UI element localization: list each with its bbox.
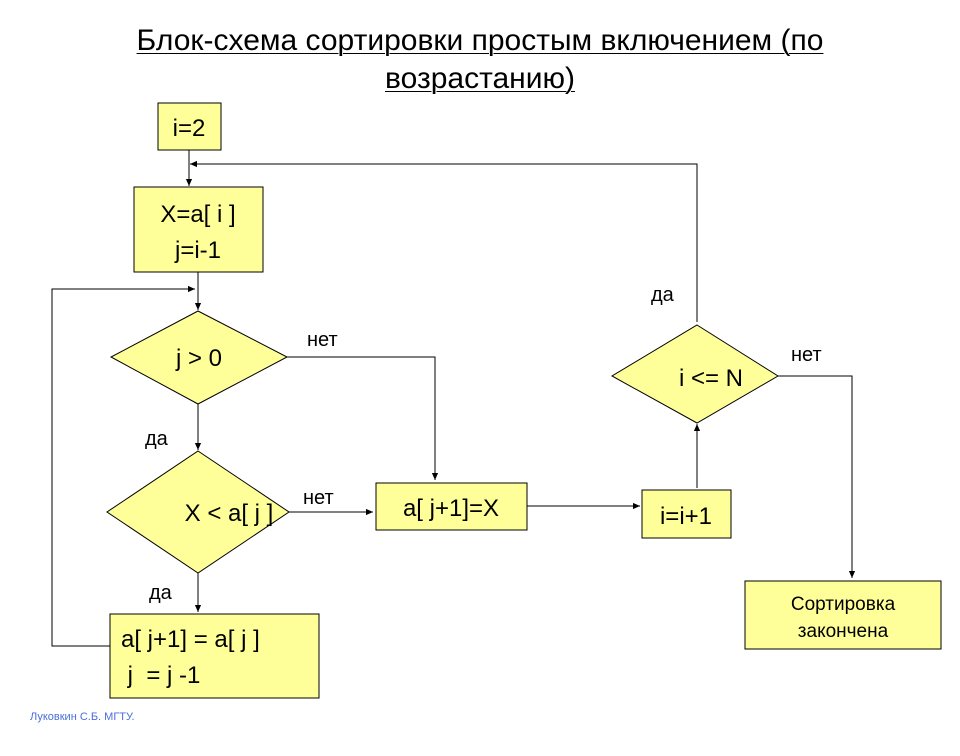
label-cond-i-no: нет [791,344,822,366]
label-cond-x-yes: да [149,582,173,604]
node-cond-j-text: j > 0 [175,345,222,372]
label-cond-j-yes: да [145,428,169,450]
node-assign-line1: X=a[ i ] [160,201,235,228]
node-assign: X=a[ i ] j=i-1 [133,186,264,273]
node-shift: a[ j+1] = a[ j ] j = j -1 [109,613,320,699]
node-cond-x: X < a[ j ] [106,450,290,574]
node-insert: a[ j+1]=X [375,482,528,531]
node-shift-line2: j = j -1 [121,662,200,689]
node-insert-text: a[ j+1]=X [403,495,499,522]
node-cond-i: i <= N [610,324,779,424]
edge-cond-i-yes-loop [190,160,698,322]
node-done: Сортировка закончена [744,580,942,650]
node-cond-i-text: i <= N [679,365,743,392]
label-cond-j-no: нет [307,329,338,351]
node-incr: i=i+1 [641,489,732,539]
node-assign-line2: j=i-1 [174,237,221,264]
edges [51,150,856,647]
node-done-line2: закончена [798,621,889,642]
node-init-text: i=2 [173,115,206,142]
diagram-title: Блок-схема сортировки простым включением… [136,24,824,95]
node-incr-text: i=i+1 [660,503,712,530]
footer-author: Луковкин С.Б. МГТУ. [30,711,135,723]
edge-cond-j-no [287,356,439,480]
node-init: i=2 [157,102,222,151]
edge-shift-loop-back [51,285,195,647]
node-shift-line1: a[ j+1] = a[ j ] [121,626,260,653]
node-cond-j: j > 0 [109,310,289,405]
edge-cond-i-no [778,375,856,578]
label-cond-x-no: нет [303,487,334,509]
label-cond-i-yes: да [651,284,675,306]
node-done-line1: Сортировка [791,594,896,615]
node-cond-x-text: X < a[ j ] [185,500,274,527]
